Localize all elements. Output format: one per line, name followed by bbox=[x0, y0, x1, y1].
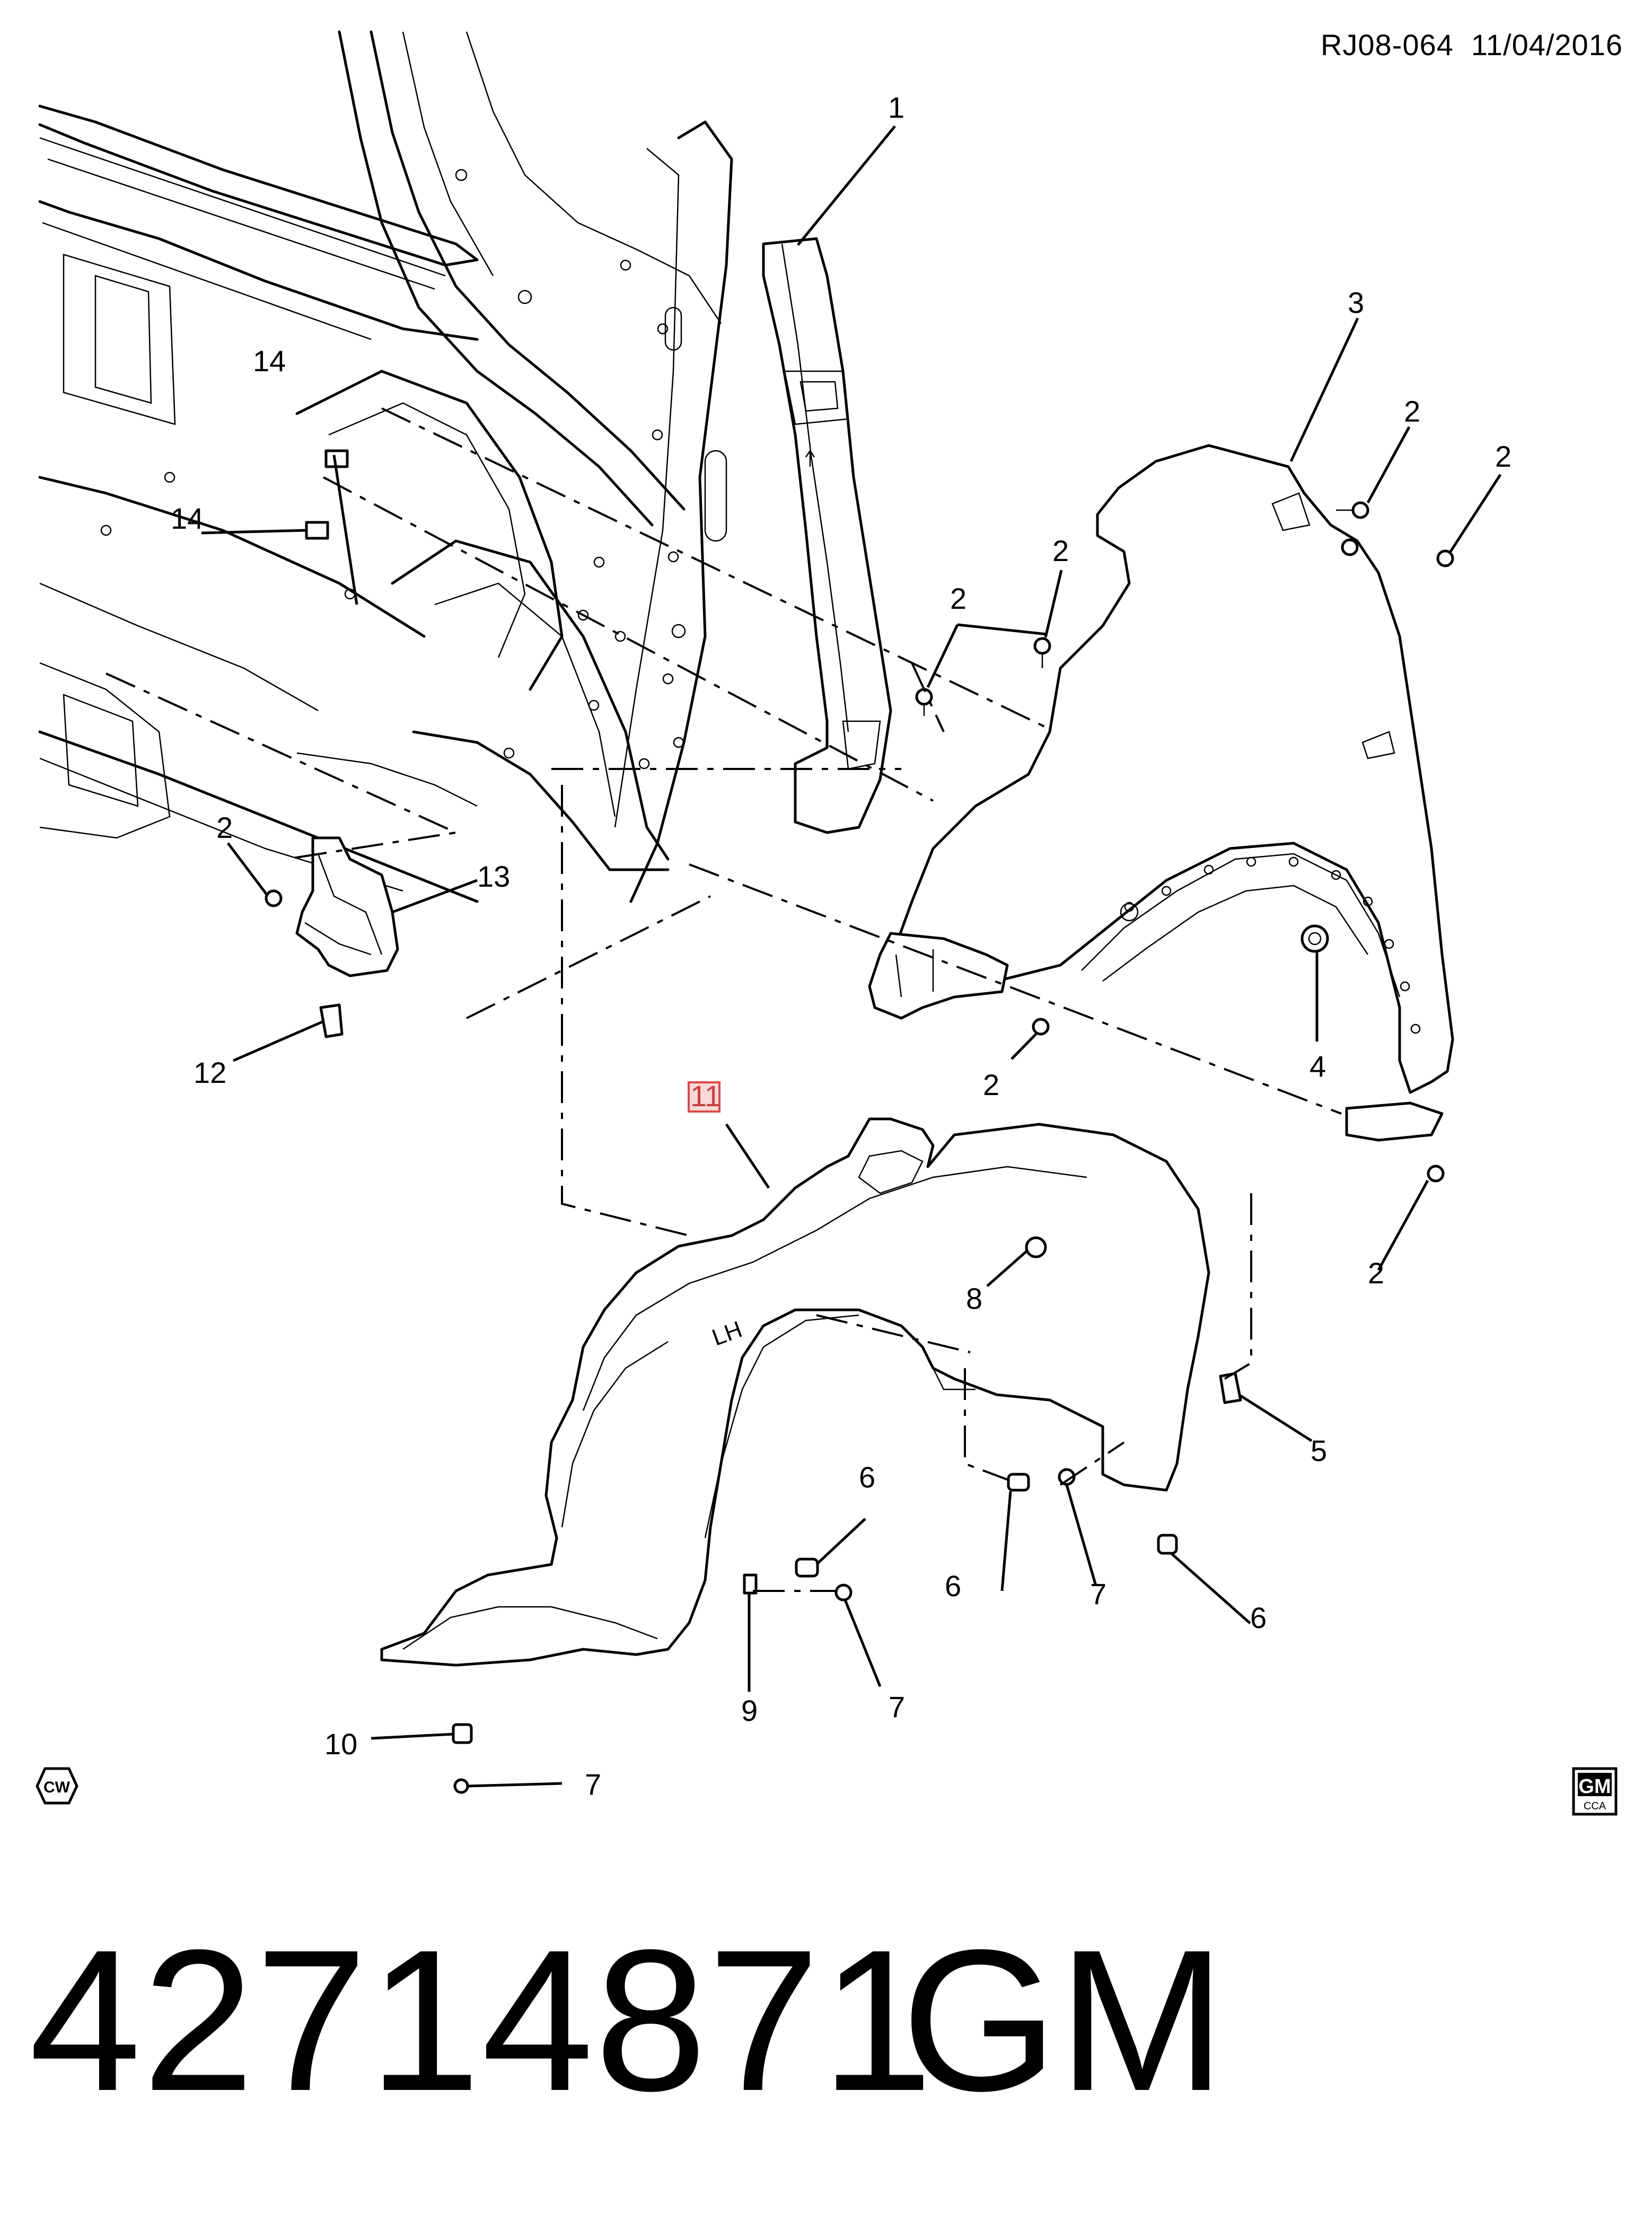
callout-3: 3 bbox=[1348, 286, 1364, 319]
callout-1: 1 bbox=[888, 91, 904, 124]
fasteners bbox=[265, 501, 1454, 1794]
callout-12: 12 bbox=[194, 1056, 226, 1089]
leader-lines bbox=[201, 125, 1502, 1788]
callout-2-f: 2 bbox=[1368, 1256, 1384, 1290]
callout-14-b: 14 bbox=[171, 502, 204, 535]
callout-2-d: 2 bbox=[950, 582, 966, 615]
assembly-lines bbox=[106, 407, 1342, 1592]
vehicle-body-structure bbox=[38, 30, 733, 903]
callout-2-a: 2 bbox=[1404, 395, 1420, 428]
callout-8: 8 bbox=[966, 1282, 982, 1315]
callout-2-b: 2 bbox=[1495, 440, 1512, 473]
callout-11-highlight bbox=[688, 1081, 720, 1113]
cca-logo-text: CCA bbox=[1584, 1800, 1606, 1812]
cw-badge-text: CW bbox=[43, 1779, 71, 1796]
callout-7-c: 7 bbox=[585, 1768, 601, 1801]
callout-9: 9 bbox=[741, 1694, 758, 1727]
retainer-clip-12 bbox=[319, 1003, 344, 1038]
callout-labels: 1 3 2 2 2 2 2 2 2 4 5 6 6 6 7 7 7 8 9 10… bbox=[171, 91, 1512, 1801]
callout-7-a: 7 bbox=[1090, 1577, 1106, 1611]
callout-6-a: 6 bbox=[859, 1460, 875, 1494]
nut-14 bbox=[305, 449, 349, 540]
fender-support-bracket bbox=[762, 237, 892, 834]
callout-10: 10 bbox=[324, 1727, 357, 1761]
front-fender bbox=[868, 444, 1454, 1142]
diagram-date: 11/04/2016 bbox=[1471, 28, 1623, 62]
gm-logo-text: GM bbox=[1578, 1775, 1611, 1798]
callout-2-c: 2 bbox=[1052, 534, 1069, 567]
callout-2-g: 2 bbox=[216, 811, 233, 844]
callout-14-a: 14 bbox=[253, 344, 286, 378]
gm-cca-logo: GM CCA bbox=[1572, 1767, 1618, 1816]
callout-2-e: 2 bbox=[983, 1068, 999, 1101]
callout-6-b: 6 bbox=[945, 1569, 961, 1603]
callout-11: 11 bbox=[690, 1079, 721, 1113]
fender-bracket bbox=[295, 836, 399, 977]
wheelhouse-liner: LH bbox=[380, 1117, 1210, 1667]
part-number: 42714871 bbox=[29, 1908, 934, 2133]
cw-badge: CW bbox=[36, 1767, 78, 1805]
callout-13: 13 bbox=[477, 860, 510, 893]
callout-5: 5 bbox=[1311, 1434, 1327, 1467]
diagram-code: RJ08-064 bbox=[1320, 28, 1454, 62]
callout-4: 4 bbox=[1310, 1049, 1326, 1083]
diagram-code-date: RJ08-064 11/04/2016 bbox=[1321, 28, 1623, 62]
callout-6-c: 6 bbox=[1250, 1601, 1267, 1634]
brand-name: GM bbox=[901, 1908, 1226, 2133]
callout-7-b: 7 bbox=[889, 1690, 905, 1724]
